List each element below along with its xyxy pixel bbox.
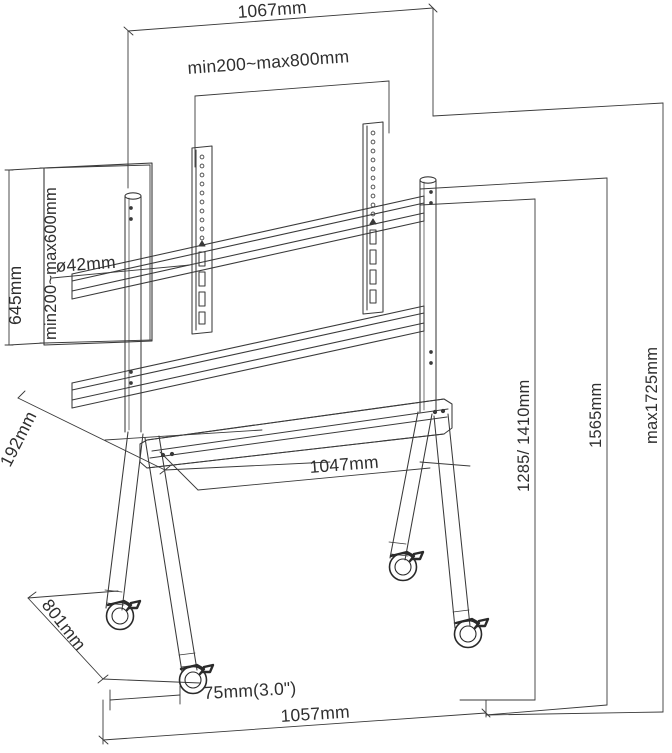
rail-upper-line2 bbox=[71, 202, 425, 282]
label-pole-diameter: ø42mm bbox=[55, 252, 117, 276]
dim-line-1047 bbox=[197, 467, 431, 491]
dim-line-800 bbox=[194, 80, 390, 97]
tie-bottom-right-b bbox=[485, 704, 608, 716]
leg-lf-edge-b bbox=[121, 433, 144, 611]
tick-1057-left bbox=[98, 735, 109, 745]
leg-rf-edge-b bbox=[404, 413, 433, 561]
bracket-left-slot-4 bbox=[198, 311, 206, 325]
pole-left-pin-d bbox=[129, 381, 133, 385]
leg-lf-edge-a bbox=[105, 431, 129, 609]
pole-right-pin-a bbox=[429, 190, 433, 194]
ext-192-bottom bbox=[164, 461, 331, 471]
tick-1067-right bbox=[428, 3, 438, 13]
leg-rr-edge-a bbox=[433, 415, 456, 629]
ext-801-bottom bbox=[102, 678, 201, 684]
shelf-inner-line-a bbox=[151, 408, 449, 452]
bracket-right-slot-2 bbox=[369, 249, 377, 265]
vertical-poles bbox=[124, 176, 437, 433]
rail-upper-top-edge bbox=[71, 195, 425, 275]
display-panel-outline bbox=[43, 162, 153, 346]
pole-left-pin-c bbox=[129, 370, 133, 374]
ext-801-top bbox=[27, 590, 119, 599]
rail-upper-line3 bbox=[71, 212, 425, 292]
label-mount-heights: 1285/ 1410mm bbox=[515, 380, 533, 492]
shelf-front-edge bbox=[146, 433, 445, 469]
leg-rr-collar-a bbox=[452, 609, 470, 613]
bracket-right-slot-4 bbox=[369, 289, 377, 304]
bracket-right-slot-1 bbox=[369, 229, 377, 245]
bracket-right-hole-row bbox=[370, 130, 376, 217]
bracket-left-slot-3 bbox=[198, 291, 206, 307]
dim-line-801 bbox=[27, 597, 104, 680]
dim-line-75 bbox=[109, 694, 181, 701]
label-left-height: 645mm bbox=[5, 266, 25, 325]
bracket-left-slot-2 bbox=[198, 271, 206, 287]
shelf-assembly bbox=[139, 398, 453, 469]
shelf-hole-right-b bbox=[440, 408, 446, 414]
pole-left-pin-a bbox=[129, 206, 133, 210]
ext-645-bottom bbox=[8, 342, 45, 346]
pole-right-pin-c bbox=[429, 350, 433, 354]
dimension-lines bbox=[4, 3, 664, 745]
ext-645-top bbox=[8, 167, 45, 171]
tie-top-right bbox=[432, 102, 664, 117]
shelf-hole-left-b bbox=[169, 451, 175, 457]
tick-1057-right bbox=[481, 708, 491, 718]
shelf-inner-line-b bbox=[149, 416, 448, 459]
tie-mount-top bbox=[419, 198, 536, 206]
label-max-height: max1725mm bbox=[643, 347, 661, 444]
bracket-left-slot-1 bbox=[198, 251, 206, 267]
dim-line-1057 bbox=[102, 712, 487, 741]
shelf-top-rear-edge bbox=[146, 398, 445, 441]
leader-1047-right bbox=[419, 461, 471, 467]
label-column-height: 1565mm bbox=[587, 383, 605, 448]
caster-right-rear bbox=[453, 617, 490, 649]
bracket-right-body bbox=[362, 121, 384, 315]
caster-right-front bbox=[388, 550, 425, 582]
leg-rr-edge-b bbox=[447, 413, 471, 627]
rail-lower-bottom-edge bbox=[71, 330, 425, 409]
shelf-hole-right-a bbox=[432, 409, 438, 415]
tick-192-a bbox=[17, 390, 26, 399]
leg-lr-collar-a bbox=[178, 652, 196, 656]
bracket-right-arrow bbox=[369, 218, 377, 225]
bracket-left-hole-row bbox=[199, 154, 205, 241]
label-top-width: 1067mm bbox=[237, 0, 308, 22]
vesa-bracket-right bbox=[362, 121, 384, 315]
pole-right-pin-d bbox=[429, 361, 433, 365]
bracket-left-body bbox=[191, 145, 213, 335]
casters bbox=[105, 550, 490, 695]
rail-lower-line3 bbox=[71, 322, 425, 401]
horizontal-rails bbox=[71, 195, 425, 409]
leg-lr-edge-a bbox=[144, 437, 183, 673]
bracket-right-slot-3 bbox=[369, 269, 377, 285]
pole-right-pin-b bbox=[429, 201, 433, 205]
caster-left-front bbox=[105, 599, 142, 631]
rail-lower-line2 bbox=[71, 312, 425, 391]
leader-1047-left bbox=[159, 451, 199, 491]
leg-rf-collar-a bbox=[388, 541, 407, 545]
tick-1067-left bbox=[123, 26, 134, 36]
tick-801-a bbox=[27, 591, 37, 599]
pole-left-pin-b bbox=[129, 217, 133, 221]
bracket-left-arrow bbox=[198, 240, 206, 247]
leg-rf-edge-a bbox=[389, 411, 419, 559]
vesa-bracket-left bbox=[191, 145, 213, 335]
leg-lr-edge-b bbox=[158, 435, 198, 671]
caster-left-rear bbox=[178, 663, 215, 695]
panel-face bbox=[43, 162, 153, 346]
label-bracket-height: min200~max600mm bbox=[42, 187, 60, 340]
ext-600-bottom bbox=[43, 339, 153, 344]
rail-lower-top-edge bbox=[71, 305, 425, 384]
tie-pole-top bbox=[419, 177, 608, 190]
leader-line-diameter bbox=[51, 264, 191, 279]
label-front-base: 1057mm bbox=[280, 701, 350, 726]
rail-upper-bottom-edge bbox=[71, 220, 425, 300]
leg-lf-collar-a bbox=[104, 589, 123, 593]
dim-line-1067 bbox=[127, 7, 434, 32]
tie-bottom-right-a bbox=[485, 711, 664, 716]
